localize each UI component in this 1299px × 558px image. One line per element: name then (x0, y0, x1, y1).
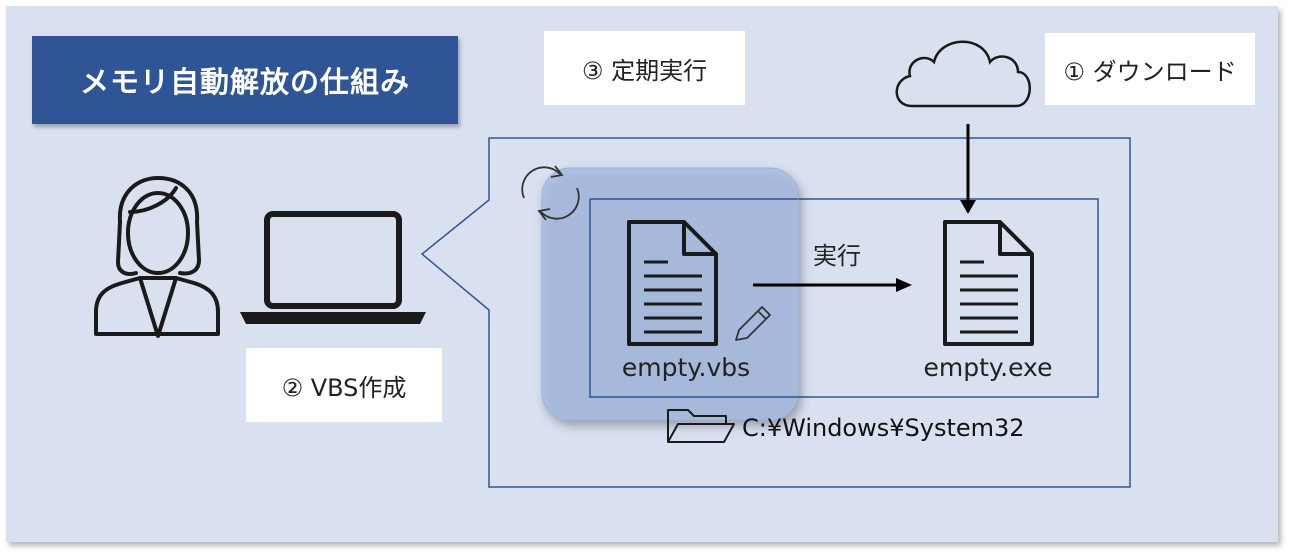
folder-path: C:¥Windows¥System32 (742, 414, 1025, 442)
execute-arrow (753, 278, 912, 292)
diagram-title: メモリ自動解放の仕組み (32, 36, 458, 124)
download-arrow (960, 124, 976, 214)
file-name-exe: empty.exe (924, 353, 1053, 382)
refresh-icon (521, 165, 580, 221)
pencil-icon (735, 306, 771, 341)
step-create-vbs-label: ② VBS作成 (246, 348, 442, 422)
file-name-vbs: empty.vbs (622, 353, 750, 382)
speech-callout (420, 137, 1131, 488)
execute-label: 実行 (813, 242, 861, 270)
scheduled-highlight (541, 167, 799, 421)
document-icon (627, 220, 718, 346)
document-icon (943, 220, 1034, 346)
laptop-icon (240, 211, 426, 324)
cloud-icon (895, 40, 1031, 108)
person-icon (94, 176, 220, 338)
step-download-label: ① ダウンロード (1045, 33, 1255, 105)
folder-icon (667, 409, 735, 443)
step-scheduled-run-label: ③ 定期実行 (544, 31, 745, 105)
